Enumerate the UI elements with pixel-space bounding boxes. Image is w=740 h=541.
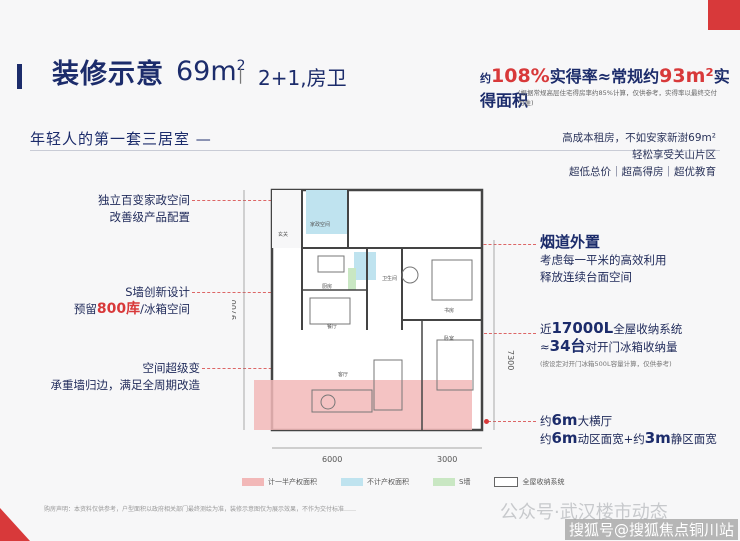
header-accent-bar [17,64,22,89]
feature-storage: 近17000L全屋收纳系统 ≈34台对开门冰箱收纳量 (按设定对开门冰箱500L… [540,319,683,369]
dim-label-bottom-right: 3000 [437,455,457,464]
intro-line: 轻松享受关山片区 [632,149,716,161]
dim-label-right: 7300 [506,350,515,370]
dim-label-bottom-left: 6000 [322,455,342,464]
area-value: 69m2 [176,56,246,87]
legend-item: S墙 [433,477,470,487]
legend-item: 计一半产权面积 [242,477,317,487]
room-label-bath: 卫生间 [382,275,397,282]
room-label-study: 书房 [444,307,454,314]
feature-living-room: 约6m大横厅 约6m动区面宽+约3m静区面宽 [540,411,717,447]
dim-label-left: 9700 [232,300,238,320]
legend: 计一半产权面积 不计产权面积 S墙 全屋收纳系统 [242,477,564,487]
leader-line [202,368,282,369]
room-label-dining: 餐厅 [327,323,337,330]
leader-dot [484,419,489,424]
subtitle-divider [30,150,720,151]
room-label-kitchen: 厨房 [322,283,332,290]
intro-line: 超低总价｜超高得房｜超优教育 [569,166,716,178]
room-label-housekeeping: 家政空间 [310,221,330,228]
legend-item: 全屋收纳系统 [494,477,564,487]
efficiency-claim: 约108%实得率≈常规约93m²实得面积 [480,65,730,110]
leader-line [192,200,302,201]
s-wall-zone [348,268,356,290]
floor-plan: 玄关 家政空间 厨房 餐厅 卫生间 客厅 书房 卧室 9700 7300 600… [232,188,515,464]
intro-block: 高成本租房，不如安家新澍69m² 轻松享受关山片区 超低总价｜超高得房｜超优教育 [562,130,716,181]
header-separator: | [238,66,244,84]
room-label-living: 客厅 [338,371,348,378]
room-label-bedroom: 卧室 [444,335,454,342]
corner-decoration-bottom [0,508,30,541]
watermark-wechat: 公众号·武汉楼市动态 [500,502,668,523]
leader-line [488,421,536,422]
disclaimer: 购房声明：本资料仅供参考，户型面积以政府相关部门最终测绘为准，装修示意图仅为展示… [44,506,357,513]
watermark-sohu: 搜狐号@搜狐焦点铜川站 [565,519,739,540]
legend-item: 不计产权面积 [341,477,409,487]
page-title: 装修示意 [52,59,164,90]
feature-housekeeping: 独立百变家政空间 改善级产品配置 [98,193,190,224]
subtitle: 年轻人的第一套三居室 — [30,130,212,148]
leader-line [440,333,536,334]
feature-flue: 烟道外置 考虑每一平米的高效利用 释放连续台面空间 [540,233,667,285]
non-area-zone [306,190,348,234]
non-area-zone [354,252,376,280]
layout-type: 2+1,房卫 [258,66,347,90]
room-label-entry: 玄关 [278,231,288,238]
claim-note: (根据常规高层住宅得房率约85%计算，仅供参考，实得率以最终交付为准) [518,89,717,107]
corner-decoration-top [708,0,740,30]
feature-s-wall: S墙创新设计 预留800库/冰箱空间 [73,285,190,317]
feature-flexible-space: 空间超级变 承重墙归边，满足全周期改造 [50,361,201,392]
half-area-zone [254,380,472,430]
intro-line: 高成本租房，不如安家新澍69m² [562,132,716,144]
